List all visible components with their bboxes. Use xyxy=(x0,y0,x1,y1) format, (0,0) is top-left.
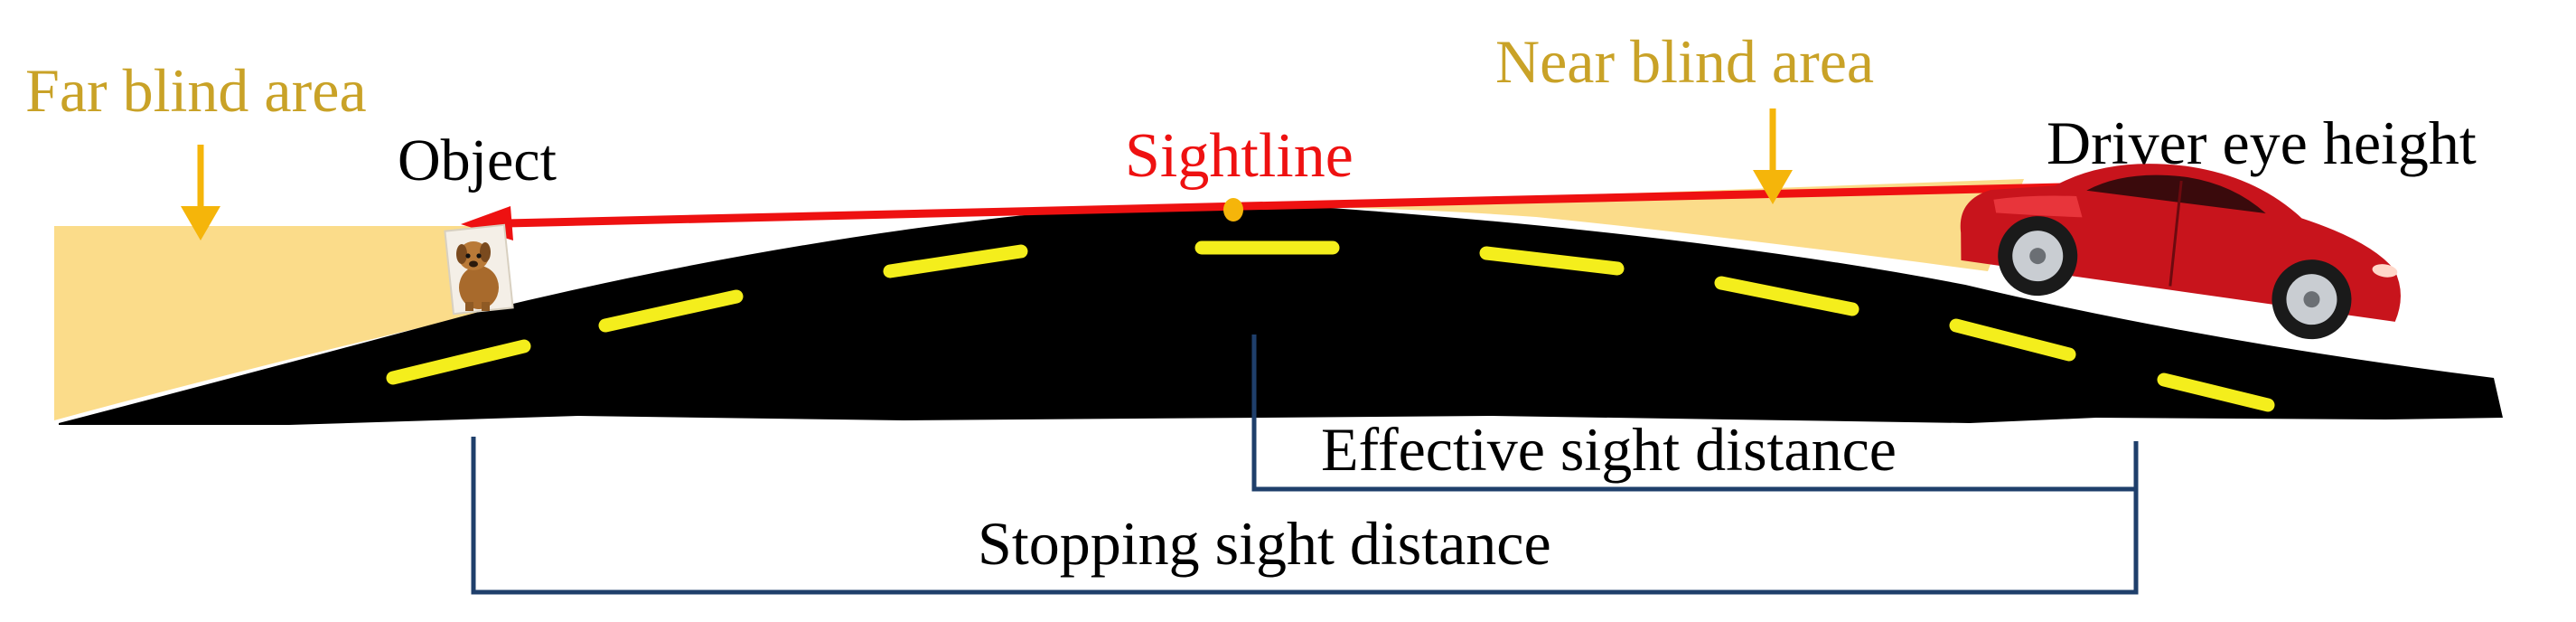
tangent-point-marker xyxy=(1223,198,1243,221)
sightline-line xyxy=(505,181,2142,228)
effective-sight-distance-bracket xyxy=(1251,335,2139,492)
lane-dash xyxy=(1479,246,1625,276)
near-blind-area-label: Near blind area xyxy=(1495,27,1875,96)
lane-dash xyxy=(2157,372,2275,412)
road-surface xyxy=(59,203,2503,425)
lane-dash xyxy=(1949,318,2076,362)
stopping-sight-distance-bracket xyxy=(471,437,2139,595)
lane-dash xyxy=(598,289,744,333)
lane-dash xyxy=(386,339,531,385)
far-blind-area-arrow xyxy=(181,145,220,240)
red-sports-car-icon xyxy=(1960,164,2401,340)
effective-sight-distance-label: Effective sight distance xyxy=(1321,415,1897,484)
lane-markings xyxy=(386,240,2275,412)
dog-icon xyxy=(444,223,514,316)
sightline-label: Sightline xyxy=(1125,121,1354,191)
stopping-sight-distance-label: Stopping sight distance xyxy=(978,509,1551,578)
near-blind-area-arrow xyxy=(1753,108,1793,204)
lane-dash xyxy=(1714,276,1859,316)
lane-dash xyxy=(883,244,1028,278)
far-blind-area-region xyxy=(54,226,488,420)
far-blind-area-label: Far blind area xyxy=(25,56,367,125)
driver-eye-height-label: Driver eye height xyxy=(2047,108,2477,177)
object-label: Object xyxy=(398,127,557,193)
